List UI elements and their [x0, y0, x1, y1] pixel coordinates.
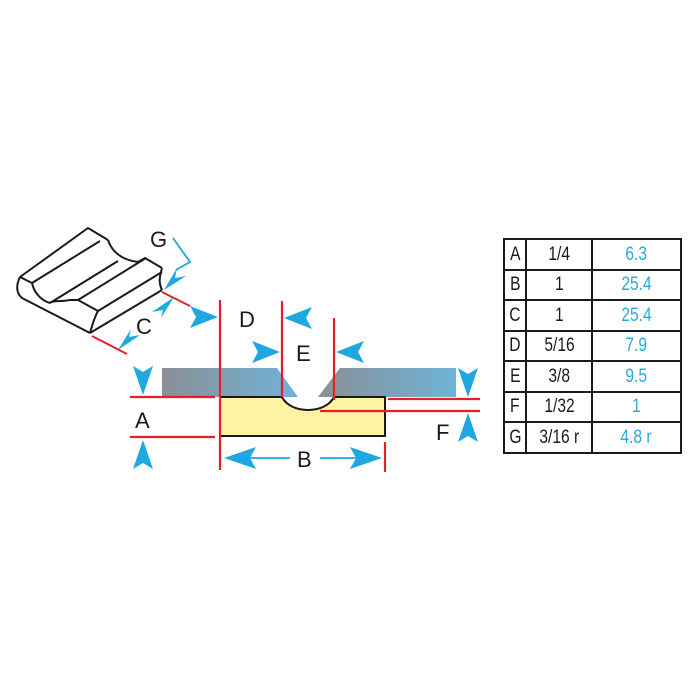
row-mm-text: 25.4	[621, 274, 652, 296]
left-blade	[162, 368, 298, 397]
block-left-front-curve	[31, 282, 51, 304]
row-inch-value: 3/8	[525, 360, 593, 393]
dimension-lines	[130, 300, 480, 472]
row-mm-value: 25.4	[591, 299, 682, 332]
block-back-right-edge	[137, 257, 163, 269]
table-row: F 1/32 1	[503, 390, 682, 423]
f-arrow-bottom	[458, 413, 478, 442]
row-key-text: A	[509, 243, 521, 265]
block-front-edge	[89, 289, 163, 334]
d-arrow-right	[284, 307, 312, 329]
block-back-edge	[19, 227, 109, 278]
row-inch-value: 3/16 r	[525, 421, 593, 454]
b-arrow-right	[350, 447, 382, 469]
block-left-top	[19, 276, 33, 284]
row-mm-text: 7.9	[625, 335, 648, 357]
label-a: A	[135, 408, 150, 433]
row-mm-value: 7.9	[591, 329, 682, 362]
row-mm-value: 1	[591, 390, 682, 423]
row-mm-text: 1	[632, 396, 641, 418]
d-arrow-left	[190, 306, 218, 328]
row-inch-text: 1	[554, 304, 564, 326]
row-key-text: C	[509, 304, 521, 326]
table-row: G 3/16 r 4.8 r	[503, 421, 682, 454]
row-inch-text: 1	[554, 274, 564, 296]
block-left-end	[16, 276, 91, 334]
row-inch-value: 1	[525, 268, 593, 301]
label-c: C	[136, 314, 152, 339]
g-leader-line	[172, 237, 192, 271]
row-key-text: F	[510, 396, 520, 418]
row-inch-value: 5/16	[525, 329, 593, 362]
table-row: C 1 25.4	[503, 299, 682, 332]
c-arrow-bottom	[118, 329, 140, 350]
block-right-end	[158, 267, 163, 291]
g-arrow	[164, 268, 186, 290]
block-front-ridge	[97, 271, 163, 312]
row-inch-text: 1/4	[548, 243, 570, 265]
row-mm-value: 9.5	[591, 360, 682, 393]
row-inch-value: 1	[525, 299, 593, 332]
table-row: A 1/4 6.3	[503, 238, 682, 271]
c-extension-line-top	[161, 291, 191, 307]
row-inch-text: 3/16 r	[539, 426, 579, 448]
row-key: E	[503, 360, 527, 393]
block-ridge-line-4	[77, 299, 99, 312]
isometric-workpiece	[16, 227, 163, 334]
row-mm-text: 9.5	[625, 365, 648, 387]
table-row: E 3/8 9.5	[503, 360, 682, 393]
a-arrow-top	[133, 366, 153, 395]
table-row: B 1 25.4	[503, 268, 682, 301]
row-key-text: E	[509, 365, 521, 387]
row-mm-text: 6.3	[625, 243, 648, 265]
row-mm-value: 6.3	[591, 238, 682, 271]
workpiece-section	[219, 396, 386, 437]
row-mm-value: 25.4	[591, 268, 682, 301]
a-arrow-bottom	[133, 440, 153, 469]
block-ridge-line-3	[77, 257, 147, 301]
f-arrow-top	[458, 368, 478, 397]
row-key: F	[503, 390, 527, 423]
label-e: E	[296, 341, 311, 366]
block-groove-front	[49, 299, 78, 304]
e-arrow-right	[336, 341, 364, 363]
block-front-lower-curve	[89, 310, 99, 334]
row-inch-text: 3/8	[548, 365, 570, 387]
block-groove-back	[107, 239, 139, 263]
label-f: F	[436, 420, 449, 445]
row-key-text: D	[509, 335, 521, 357]
row-mm-text: 25.4	[621, 304, 652, 326]
e-arrow-left	[252, 341, 280, 363]
row-key-text: B	[509, 274, 521, 296]
row-key: C	[503, 299, 527, 332]
right-blade	[318, 368, 456, 397]
block-ridge-line-2	[49, 260, 119, 304]
row-key: A	[503, 238, 527, 271]
block-ridge-line-1	[31, 240, 101, 284]
row-inch-value: 1/4	[525, 238, 593, 271]
c-extension-line-bottom	[91, 335, 128, 355]
row-inch-text: 5/16	[543, 335, 575, 357]
b-arrow-left	[224, 447, 256, 469]
row-inch-text: 1/32	[543, 396, 575, 418]
row-mm-text: 4.8 r	[620, 426, 653, 448]
row-key-text: G	[508, 426, 522, 448]
row-inch-value: 1/32	[525, 390, 593, 423]
dimension-spec-table: A 1/4 6.3 B 1 25.4 C 1 25.4 D 5/16 7.9 E…	[503, 238, 682, 454]
c-arrow-top	[152, 297, 174, 318]
row-mm-value: 4.8 r	[591, 421, 682, 454]
label-b: B	[297, 447, 312, 472]
row-key: G	[503, 421, 527, 454]
label-g: G	[150, 227, 167, 252]
row-key: B	[503, 268, 527, 301]
table-row: D 5/16 7.9	[503, 329, 682, 362]
label-d: D	[239, 307, 255, 332]
row-key: D	[503, 329, 527, 362]
